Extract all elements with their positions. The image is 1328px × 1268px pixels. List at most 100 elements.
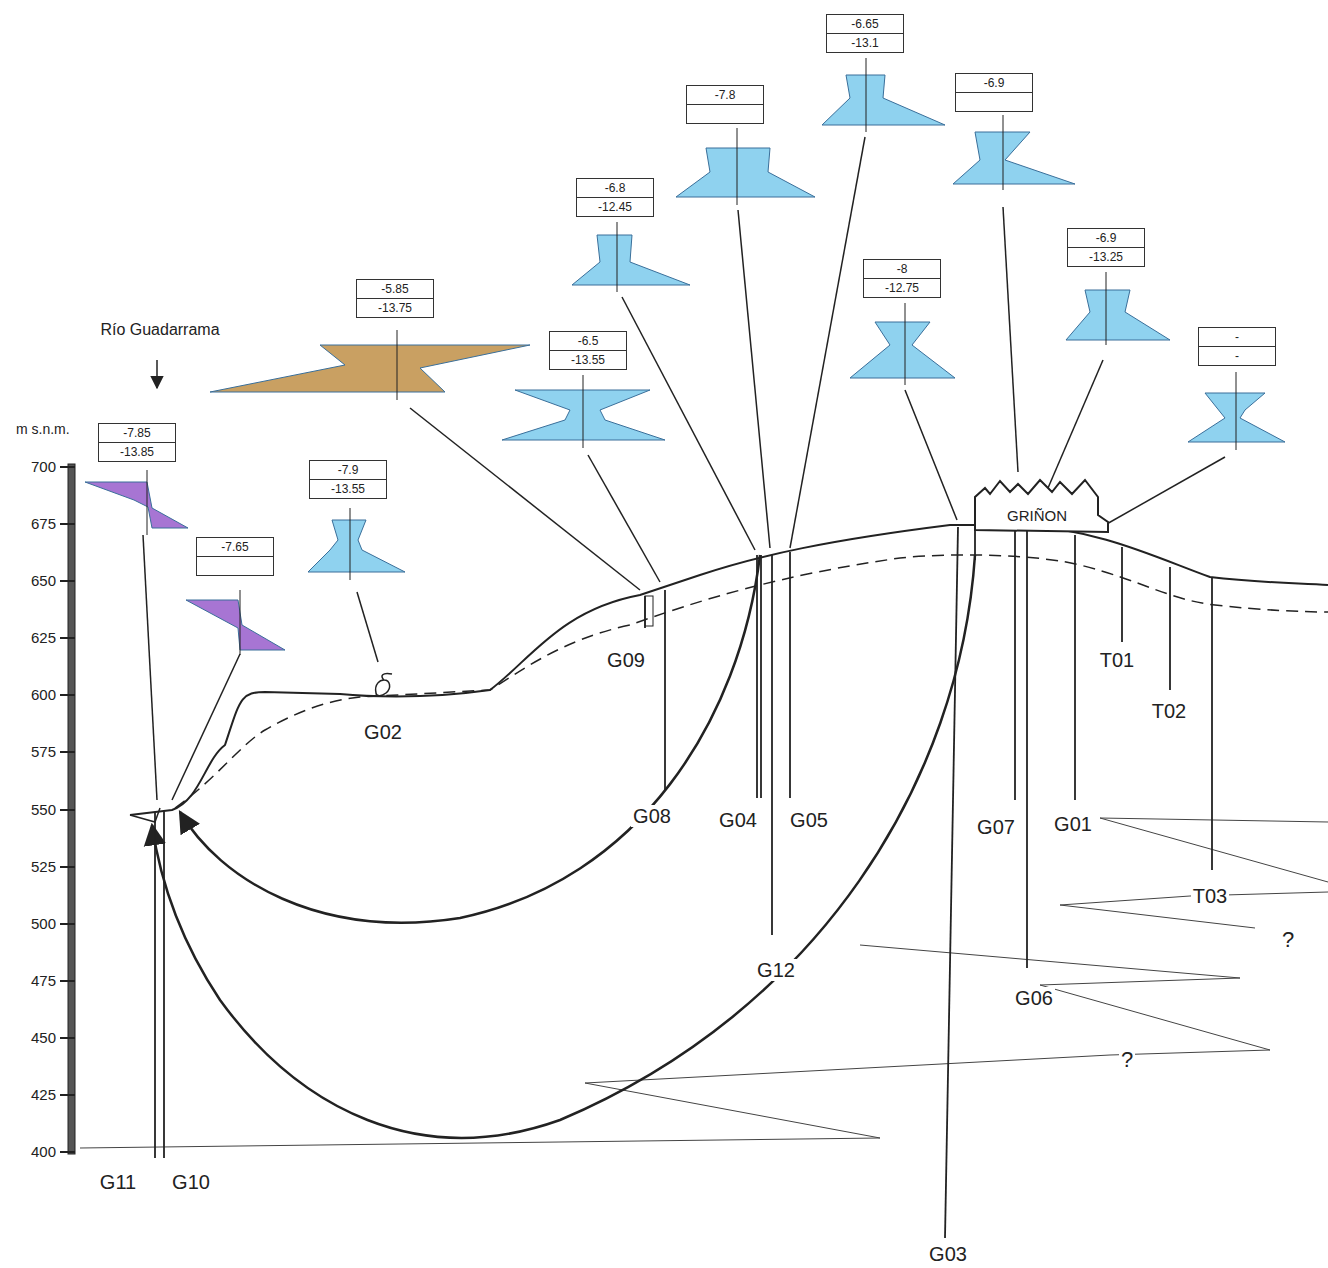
tick-label: 575 <box>29 744 58 761</box>
isotope-box: -6.9 -13.25 <box>1067 228 1145 267</box>
value-cell: -13.55 <box>310 479 386 498</box>
well-label: G08 <box>631 805 673 827</box>
terrain <box>130 525 1328 822</box>
wells <box>155 527 1212 1238</box>
well-label: T03 <box>1191 885 1229 907</box>
well-label: G12 <box>755 959 797 981</box>
value-cell: -6.9 <box>1068 229 1144 247</box>
isotope-box: -7.8 <box>686 85 764 124</box>
tick-label: 425 <box>29 1087 58 1104</box>
axis-title: m s.n.m. <box>14 422 72 437</box>
spring-symbol <box>376 673 392 695</box>
well-label: T02 <box>1150 700 1188 722</box>
value-cell: -8 <box>864 260 940 278</box>
well-label: G04 <box>717 809 759 831</box>
isotope-value: -13.55 <box>571 353 605 367</box>
isotope-value: -13.55 <box>331 482 365 496</box>
isotope-box: -7.9 -13.55 <box>309 460 387 499</box>
value-cell <box>956 92 1032 111</box>
isotope-value: -13.25 <box>1089 250 1123 264</box>
value-cell: -13.75 <box>357 298 433 317</box>
lithology-lines <box>80 818 1328 1148</box>
isotope-box: -7.85 -13.85 <box>98 423 176 462</box>
isotope-value: -7.8 <box>715 88 736 102</box>
well-label: T01 <box>1098 649 1136 671</box>
unknown-mark: ? <box>1119 1048 1135 1072</box>
well-label: G01 <box>1052 813 1094 835</box>
well-label: G07 <box>975 816 1017 838</box>
isotope-value: -6.9 <box>1096 231 1117 245</box>
isotope-box: -8 -12.75 <box>863 259 941 298</box>
isotope-value: -7.65 <box>221 540 248 554</box>
well-label: G05 <box>788 809 830 831</box>
isotope-box: -6.65 -13.1 <box>826 14 904 53</box>
value-cell: -13.25 <box>1068 247 1144 266</box>
isotope-value: -6.5 <box>578 334 599 348</box>
tick-label: 500 <box>29 916 58 933</box>
value-cell: -6.5 <box>550 332 626 350</box>
stiff-axes <box>147 58 1236 655</box>
well-label: G02 <box>362 721 404 743</box>
value-cell <box>197 556 273 575</box>
tick-label: 400 <box>29 1144 58 1161</box>
isotope-box: -6.5 -13.55 <box>549 331 627 370</box>
value-cell: -13.1 <box>827 33 903 52</box>
isotope-value: -5.85 <box>381 282 408 296</box>
river-label: Río Guadarrama <box>93 321 227 339</box>
well-label: G10 <box>170 1171 212 1193</box>
value-cell: -6.8 <box>577 179 653 197</box>
isotope-value: -12.45 <box>598 200 632 214</box>
value-cell: - <box>1199 328 1275 346</box>
isotope-box: -5.85 -13.75 <box>356 279 434 318</box>
value-cell: -7.9 <box>310 461 386 479</box>
value-cell: -13.55 <box>550 350 626 369</box>
isotope-value: -6.65 <box>851 17 878 31</box>
value-cell: -12.45 <box>577 197 653 216</box>
tick-label: 475 <box>29 973 58 990</box>
isotope-box: -7.65 <box>196 537 274 576</box>
flow-lines <box>152 555 975 1138</box>
tick-label: 450 <box>29 1030 58 1047</box>
value-cell: -7.65 <box>197 538 273 556</box>
isotope-box: -- <box>1198 327 1276 366</box>
value-cell: -6.65 <box>827 15 903 33</box>
isotope-value: - <box>1235 330 1239 344</box>
isotope-value: -13.1 <box>851 36 878 50</box>
town-symbol <box>975 480 1108 532</box>
value-cell: -13.85 <box>99 442 175 461</box>
value-cell: -7.8 <box>687 86 763 104</box>
well-label: G06 <box>1013 987 1055 1009</box>
tick-label: 675 <box>29 516 58 533</box>
isotope-value: -6.9 <box>984 76 1005 90</box>
isotope-value: - <box>1235 349 1239 363</box>
isotope-value: -8 <box>897 262 908 276</box>
value-cell: -5.85 <box>357 280 433 298</box>
value-cell: -7.85 <box>99 424 175 442</box>
tick-label: 525 <box>29 859 58 876</box>
tick-label: 650 <box>29 573 58 590</box>
isotope-value: -13.85 <box>120 445 154 459</box>
isotope-value: -12.75 <box>885 281 919 295</box>
value-cell: -12.75 <box>864 278 940 297</box>
isotope-box: -6.9 <box>955 73 1033 112</box>
well-label: G11 <box>98 1171 138 1193</box>
isotope-value: -7.85 <box>123 426 150 440</box>
isotope-value: -6.8 <box>605 181 626 195</box>
leader-lines <box>143 137 1225 800</box>
value-cell: - <box>1199 346 1275 365</box>
tick-label: 625 <box>29 630 58 647</box>
axis <box>60 464 75 1154</box>
isotope-box: -6.8 -12.45 <box>576 178 654 217</box>
value-cell: -6.9 <box>956 74 1032 92</box>
unknown-mark: ? <box>1280 928 1296 952</box>
value-cell <box>687 104 763 123</box>
well-label: G09 <box>605 649 647 671</box>
tick-label: 600 <box>29 687 58 704</box>
stiff-diagrams <box>85 75 1285 650</box>
isotope-value: -7.9 <box>338 463 359 477</box>
tick-label: 700 <box>29 459 58 476</box>
well-label: G03 <box>927 1243 969 1265</box>
tick-label: 550 <box>29 802 58 819</box>
isotope-value: -13.75 <box>378 301 412 315</box>
